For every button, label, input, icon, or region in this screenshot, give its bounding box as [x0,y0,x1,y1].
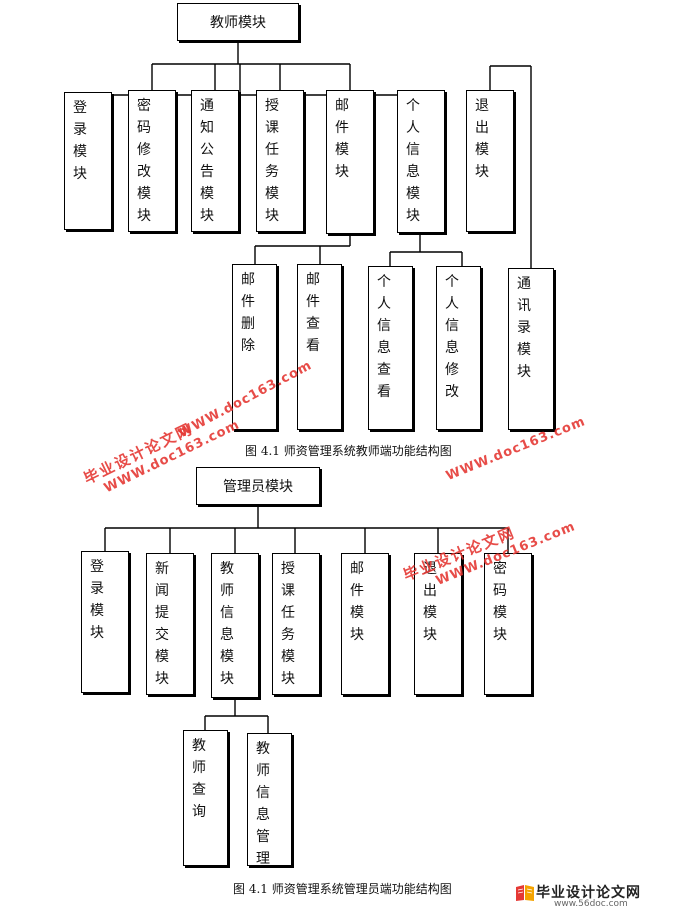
d1-info-box: 个人信息模块 [397,90,445,233]
d2-exit-label: 退出模块 [423,561,437,643]
d2-mail-box: 邮件模块 [341,553,389,695]
d1-password-label: 密码修改模块 [137,98,151,224]
d1-notice-label: 通知公告模块 [200,98,214,224]
d2-login-box: 登录模块 [81,551,129,693]
d1-teaching-label: 授课任务模块 [265,98,279,224]
d1-exit-label: 退出模块 [475,98,489,180]
d1-notice-box: 通知公告模块 [191,90,239,232]
d2-teacher-query-label: 教师查询 [192,738,206,820]
d2-password-label: 密码模块 [493,561,507,643]
d1-info-edit-box: 个人信息修改 [436,266,481,430]
d1-contacts-label: 通讯录模块 [517,276,531,380]
d1-info-view-label: 个人信息查看 [377,274,391,400]
d1-root-label: 教师模块 [210,15,266,31]
footer-logo: 毕业设计论文网 www.56doc.com [536,882,641,909]
d2-root-box: 管理员模块 [196,467,320,505]
d2-teacher-manage-label: 教师信息管理 [256,741,270,867]
footer-logo-site: www.56doc.com [554,899,628,909]
d1-mail-box: 邮件模块 [326,90,374,234]
d2-caption: 图 4.1 师资管理系统管理员端功能结构图 [233,882,452,896]
d2-login-label: 登录模块 [90,559,104,641]
d1-caption: 图 4.1 师资管理系统教师端功能结构图 [245,444,452,458]
d2-news-label: 新闻提交模块 [155,561,169,687]
d1-password-box: 密码修改模块 [128,90,176,232]
d2-teacher-info-label: 教师信息模块 [220,561,234,687]
d2-mail-label: 邮件模块 [350,561,364,643]
d1-mail-label: 邮件模块 [335,98,349,180]
d2-exit-box: 退出模块 [414,553,462,695]
d2-teaching-label: 授课任务模块 [281,561,295,687]
book-logo-icon [516,885,534,901]
footer-logo-text: 毕业设计论文网 [536,885,641,901]
d1-exit-box: 退出模块 [466,90,514,232]
d2-news-box: 新闻提交模块 [146,553,194,695]
d1-info-view-box: 个人信息查看 [368,266,413,430]
d2-teacher-query-box: 教师查询 [183,730,228,866]
d2-teacher-manage-box: 教师信息管理 [247,733,292,867]
d1-mail-delete-box: 邮件删除 [232,264,277,430]
d2-root-label: 管理员模块 [223,479,293,495]
d1-root-box: 教师模块 [177,3,299,41]
d1-login-label: 登录模块 [73,100,87,182]
d1-mail-view-box: 邮件查看 [297,264,342,430]
d1-login-box: 登录模块 [64,92,112,230]
d2-password-box: 密码模块 [484,553,532,695]
d1-info-label: 个人信息模块 [406,98,420,224]
d1-contacts-box: 通讯录模块 [508,268,554,430]
d2-teaching-box: 授课任务模块 [272,553,320,695]
d2-teacher-info-box: 教师信息模块 [211,553,259,698]
d1-mail-view-label: 邮件查看 [306,272,320,354]
d1-teaching-box: 授课任务模块 [256,90,304,232]
d1-mail-delete-label: 邮件删除 [241,272,255,354]
d1-info-edit-label: 个人信息修改 [445,274,459,400]
